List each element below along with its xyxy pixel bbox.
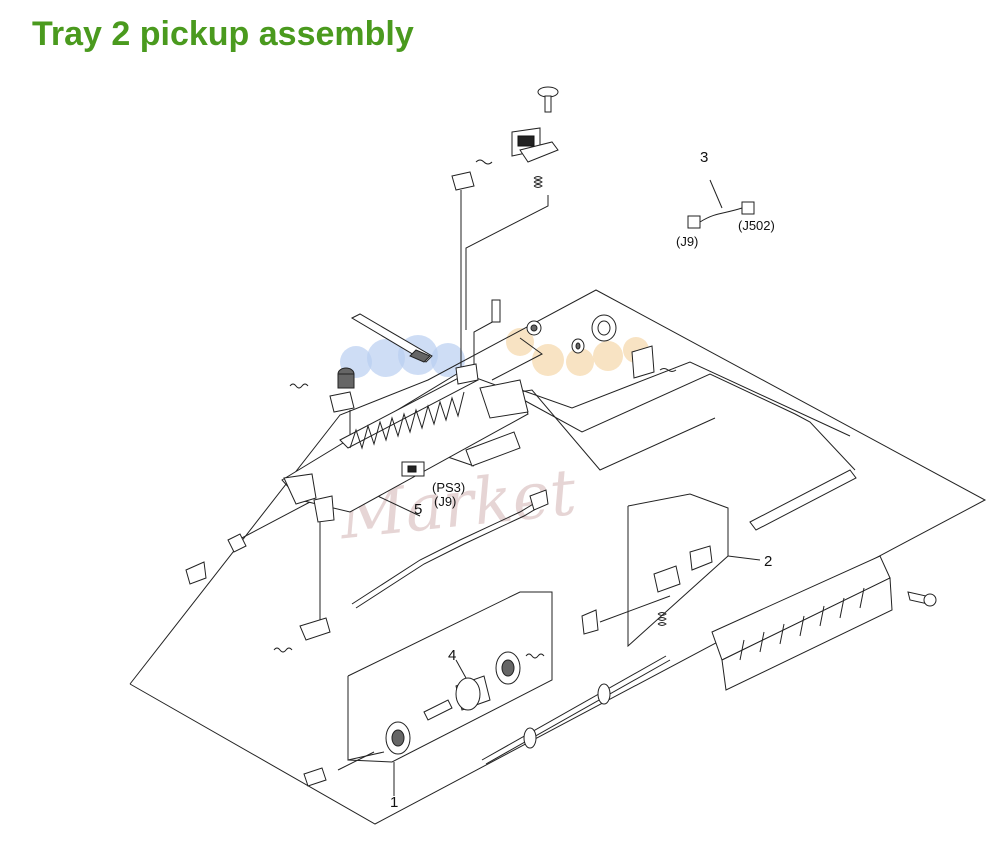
bushing-ring bbox=[571, 338, 585, 354]
watermark-dot bbox=[367, 339, 405, 377]
sensor-bracket-top bbox=[511, 127, 559, 163]
assembly-outline bbox=[129, 289, 987, 825]
page-title: Tray 2 pickup assembly bbox=[32, 15, 414, 53]
cam-parts bbox=[653, 545, 713, 626]
callout-2: 2 bbox=[764, 553, 772, 570]
long-shaft bbox=[351, 489, 549, 609]
pickup-roller-left bbox=[303, 721, 411, 787]
clip-part bbox=[491, 299, 501, 323]
right-roller-shaft bbox=[749, 469, 857, 531]
roller-shaft-small bbox=[423, 699, 453, 721]
roller-spring-left bbox=[289, 367, 355, 413]
paper-guide bbox=[711, 555, 893, 691]
right-bracket bbox=[631, 345, 677, 379]
callout-4: 4 bbox=[448, 647, 456, 664]
gear-upper bbox=[591, 314, 617, 342]
shaft-spring-left bbox=[273, 617, 331, 653]
watermark-dot bbox=[566, 348, 594, 376]
top-screw bbox=[537, 86, 559, 113]
subassembly-box-2 bbox=[627, 493, 729, 648]
spring-top bbox=[533, 176, 543, 188]
watermark-dot bbox=[532, 344, 564, 376]
callout-3: 3 bbox=[700, 149, 708, 166]
bushing-small bbox=[526, 320, 542, 336]
leader-lines bbox=[237, 179, 761, 796]
right-screw bbox=[907, 591, 937, 607]
mid-bracket bbox=[465, 431, 521, 467]
lever-top bbox=[451, 159, 493, 191]
pickup-roller-right bbox=[495, 651, 521, 685]
connector-j502-label: (J502) bbox=[738, 218, 775, 233]
pickup-frame bbox=[281, 363, 529, 523]
sensor-ps3 bbox=[401, 461, 425, 477]
pickup-roller-center bbox=[455, 675, 491, 711]
callout-1: 1 bbox=[390, 794, 398, 811]
cable-assembly bbox=[687, 201, 755, 229]
guide-rod bbox=[350, 313, 433, 363]
subassembly-box-1 bbox=[347, 591, 553, 763]
connector-j9-cable-label: (J9) bbox=[676, 234, 698, 249]
callout-5: 5 bbox=[414, 501, 422, 518]
connector-ps3-label: (PS3) bbox=[432, 480, 465, 495]
connector-j9-sensor-label: (J9) bbox=[434, 494, 456, 509]
shaft-lower bbox=[481, 655, 671, 765]
watermark-dot bbox=[593, 341, 623, 371]
gear-lower bbox=[525, 609, 599, 659]
left-clip bbox=[185, 533, 247, 585]
